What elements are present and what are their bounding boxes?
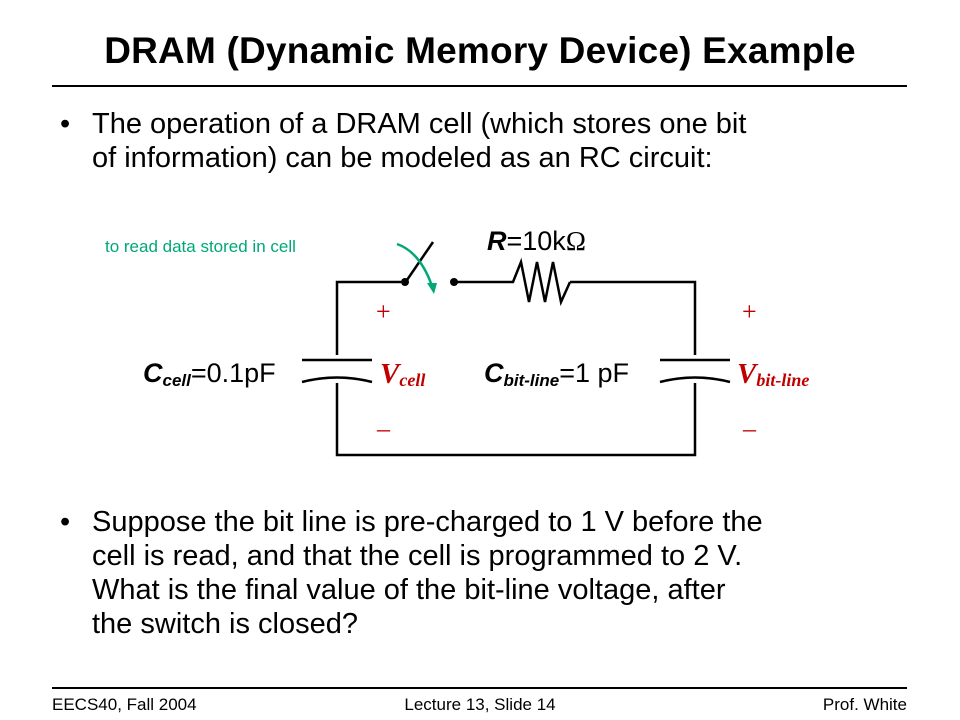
bottom-wire	[335, 383, 697, 457]
bullet-1-line-1: The operation of a DRAM cell (which stor…	[92, 108, 747, 140]
bitline-cap-label: Cbit-line=1 pF	[484, 358, 629, 390]
rc-circuit-diagram: to read data stored in cell R=10kΩ Ccell…	[105, 226, 809, 457]
bullet-2: Suppose the bit line is pre-charged to 1…	[92, 505, 932, 641]
bitline-cap-bottom-plate	[659, 376, 731, 384]
v-bitline-plus: +	[742, 297, 757, 326]
cell-cap-label: Ccell=0.1pF	[143, 358, 276, 390]
bullet-2-line-1: Suppose the bit line is pre-charged to 1…	[92, 506, 763, 538]
circuit-wires	[301, 241, 731, 457]
footer-slide-number: Lecture 13, Slide 14	[404, 695, 556, 714]
slide-title: DRAM (Dynamic Memory Device) Example	[104, 30, 856, 71]
footer-author: Prof. White	[822, 695, 907, 714]
switch-contact-right	[450, 278, 458, 286]
bullet-1-line-2: of information) can be modeled as an RC …	[92, 142, 713, 174]
bullet-2-line-3: What is the final value of the bit-line …	[92, 574, 726, 606]
v-cell-plus: +	[376, 297, 391, 326]
bullet-2-line-4: the switch is closed?	[92, 608, 358, 640]
v-cell-minus: –	[376, 414, 391, 443]
bullet-1: The operation of a DRAM cell (which stor…	[92, 107, 932, 175]
right-wire	[570, 280, 697, 355]
switch-note-arrow	[396, 242, 434, 287]
cell-cap-bottom-plate	[301, 376, 373, 384]
title-rule	[52, 85, 907, 87]
bullet-glyph-2: •	[60, 506, 71, 538]
bullet-glyph-1: •	[60, 108, 71, 140]
resistor-zigzag	[455, 257, 572, 307]
switch-contact-left	[401, 278, 409, 286]
switch-note: to read data stored in cell	[105, 237, 296, 256]
footer-rule	[52, 687, 907, 689]
footer-course: EECS40, Fall 2004	[52, 695, 197, 714]
v-bitline-minus: –	[742, 414, 757, 443]
v-bitline-label: Vbit-line	[737, 358, 809, 390]
resistor-label: R=10kΩ	[487, 226, 586, 256]
bullet-2-line-2: cell is read, and that the cell is progr…	[92, 540, 743, 572]
left-wire	[335, 280, 401, 355]
switch-note-arrowhead	[427, 283, 437, 294]
v-cell-label: Vcell	[380, 358, 425, 390]
